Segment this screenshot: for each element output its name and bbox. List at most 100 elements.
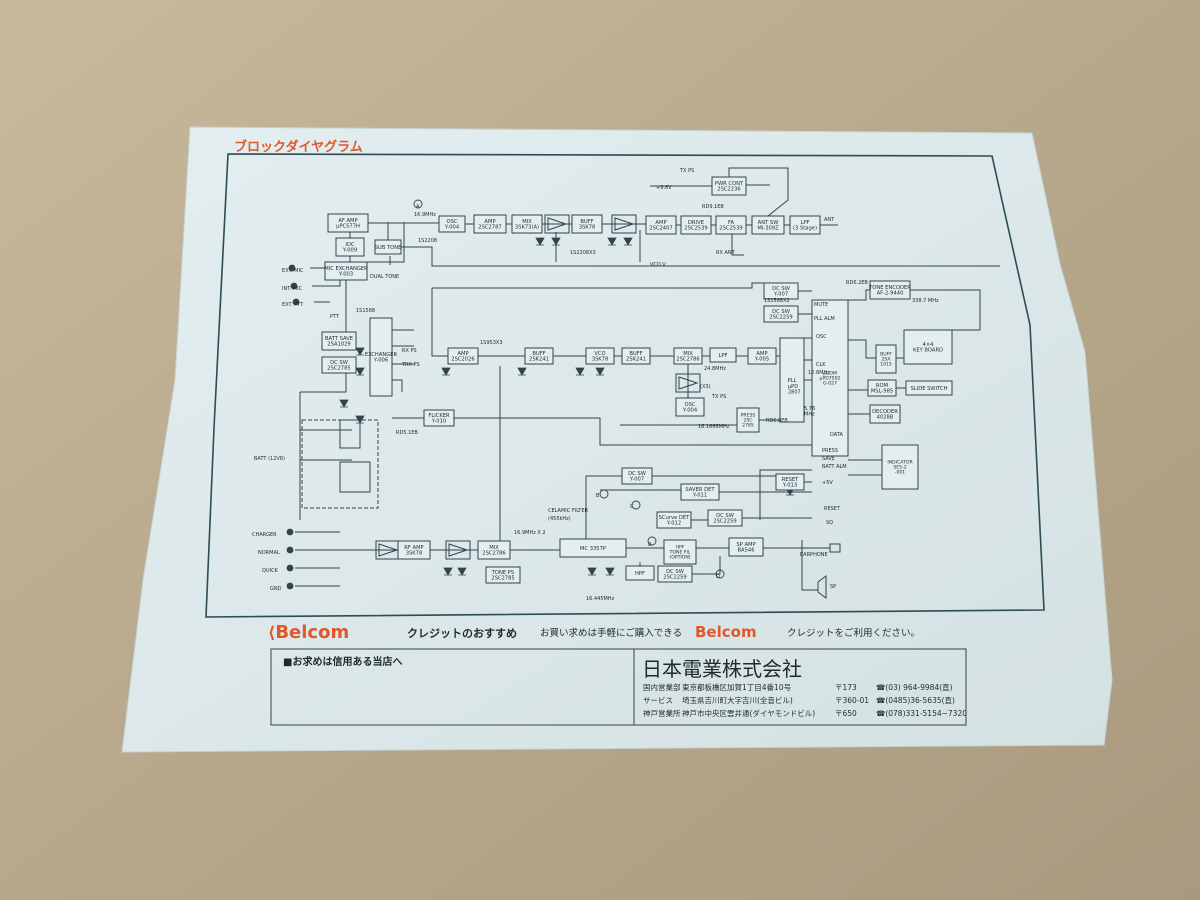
label-rd5-1eb: RD5.1EB: [396, 430, 418, 436]
footer: ⟨Belcom クレジットのおすすめ お買い求めは手軽にご購入できる Belco…: [268, 622, 967, 726]
block-lpf-rx: LPF: [709, 347, 737, 363]
wire-network: [295, 167, 1000, 591]
office-address: 埼玉県吉川町大字吉川(全音ビル): [682, 695, 793, 705]
node-marker: [413, 199, 423, 209]
office-name: 神戸営業所: [643, 708, 681, 718]
label-filter-freq: (455kHz): [548, 516, 571, 522]
office-zip: 〒650: [835, 709, 857, 718]
label-normal: NORMAL: [258, 550, 280, 556]
speaker-icon: [817, 575, 827, 599]
office-name: サービス: [643, 696, 673, 705]
label-plus9v: +9.6V: [656, 185, 672, 191]
label-rx-ant: RX ANT: [716, 250, 736, 256]
jack-icon: [288, 264, 296, 272]
office-address: 神戸市中央区雲井通(ダイヤモンドビル): [682, 708, 815, 718]
block-label: HPF: [635, 571, 645, 577]
office-phone: ☎(078)331-5154~7320: [876, 709, 967, 718]
wire-13: [731, 234, 744, 256]
filter-symbol-2: [378, 543, 399, 557]
block-slide-switch: SLIDE SWITCH: [905, 380, 953, 396]
label-ext-mic: EXT. MIC: [282, 268, 304, 274]
wire-45: [848, 339, 876, 359]
wire-28: [431, 288, 448, 357]
label-freq-16-9x2: 16.9MHz X 2: [514, 530, 546, 536]
filter-block-0: [544, 214, 570, 234]
label-int-mic: INT. MIC: [282, 286, 303, 292]
block-sub-tone: SUB TONE: [374, 239, 402, 255]
block-label: SLIDE SWITCH: [911, 386, 948, 392]
filter-block-3: [445, 540, 471, 560]
diode-icon: [355, 347, 365, 356]
filter-block-4: [675, 373, 701, 393]
shop-heading: ■お求めは信用ある当店へ: [283, 655, 402, 668]
diode-icon: [575, 367, 585, 376]
label-diode-1s2208x3: 1S2208X3: [570, 250, 596, 256]
node-marker: [715, 569, 725, 579]
label-freq-16-445: 16.445MHz: [586, 596, 615, 602]
office-list: 国内営業部東京都板橋区加賀1丁目4番10号〒173☎(03) 964-9984(…: [643, 682, 967, 718]
filter-symbol-4: [678, 376, 699, 390]
office-phone: ☎(03) 964-9984(直): [876, 682, 953, 692]
office-zip: 〒173: [835, 683, 857, 692]
office-address: 東京都板橋区加賀1丁目4番10号: [682, 682, 791, 692]
wire-24: [392, 379, 403, 392]
label-vco-v: VCO V: [650, 262, 666, 268]
label-dual-tone: DUAL TONE: [370, 274, 399, 280]
label-clk: CLK: [816, 362, 826, 368]
label-n-d: D: [716, 574, 720, 580]
jack-icon: [286, 528, 294, 536]
page-title: ブロックダイヤグラム: [234, 139, 363, 155]
label-diode-1s1588: 1S1588: [356, 308, 375, 314]
block-label: SUB TONE: [375, 245, 402, 251]
label-sp: SP: [830, 584, 836, 590]
label-n-a: A: [416, 204, 420, 210]
jack-icon: [286, 546, 294, 554]
wire-27: [401, 246, 1000, 267]
label-ext-ptt: EXT. PTT: [282, 302, 304, 308]
wire-43: [848, 289, 870, 301]
office-row: サービス埼玉県吉川町大字吉川(全音ビル)〒360-01☎(0485)36-563…: [643, 695, 955, 705]
credit-brand: Belcom: [695, 623, 757, 641]
office-zip: 〒360-01: [835, 696, 869, 705]
label-ptt: PTT: [330, 314, 340, 320]
label-charger: CHARGER: [252, 532, 277, 538]
node-marker: [647, 536, 657, 546]
block-pll: PLL: [779, 337, 805, 423]
node-marker: [631, 500, 641, 510]
label-freq-16-9: 16.9MHz: [414, 212, 436, 218]
wire-44: [910, 289, 981, 331]
label-diode-1s2208: 1S2208: [418, 238, 437, 244]
diode-icon: [607, 237, 617, 246]
